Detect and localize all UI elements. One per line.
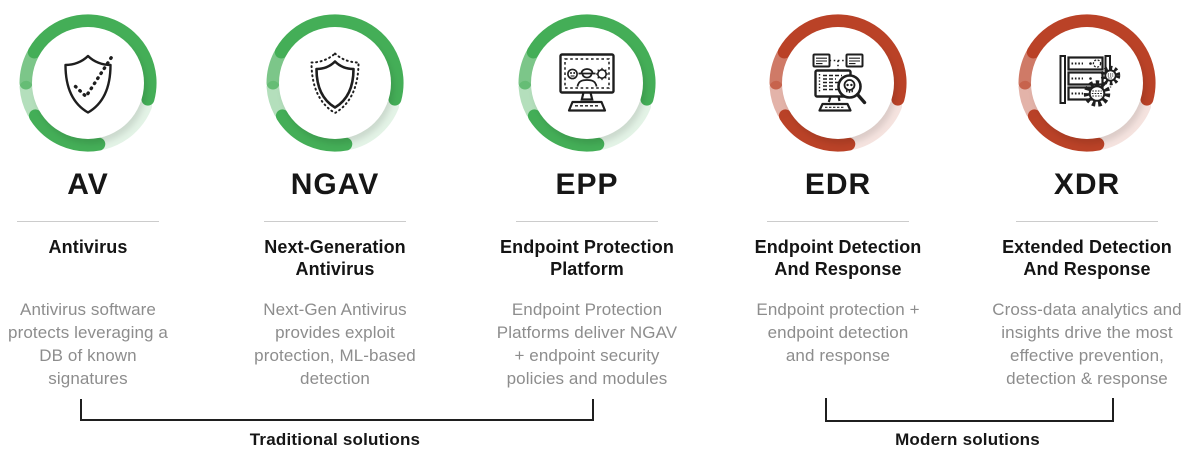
divider: [767, 221, 909, 222]
av-progress-ring: [18, 13, 158, 153]
ring-graphic: [266, 14, 404, 152]
traditional-solutions-bracket: [80, 399, 594, 421]
solution-name-xdr: Extended Detection And Response: [1002, 237, 1172, 279]
acronym-title-av: AV: [67, 168, 109, 201]
divider: [516, 221, 658, 222]
server-gears-icon: [1059, 55, 1121, 107]
xdr-progress-ring: [1017, 13, 1157, 153]
modern-solutions-label: Modern solutions: [895, 430, 1040, 449]
ngav-progress-ring: [265, 13, 405, 153]
solution-description-xdr: Cross-data analytics and insights drive …: [992, 300, 1182, 388]
acronym-title-epp: EPP: [555, 168, 619, 201]
traditional-solutions-label: Traditional solutions: [249, 430, 421, 449]
solution-description-ngav: Next-Gen Antivirus provides exploit prot…: [254, 300, 416, 388]
ring-graphic: [19, 14, 157, 152]
solution-name-ngav: Next-Generation Antivirus: [264, 237, 406, 279]
column-edr: EDR Endpoint Detection And Response Endp…: [728, 0, 948, 367]
acronym-title-ngav: NGAV: [290, 168, 380, 201]
ring-graphic: [1018, 14, 1156, 152]
ring-graphic: [518, 14, 656, 152]
column-av: AV Antivirus Antivirus software protects…: [0, 0, 198, 390]
shield-check-icon: [64, 54, 114, 114]
solution-description-av: Antivirus software protects leveraging a…: [8, 300, 168, 388]
acronym-title-xdr: XDR: [1053, 168, 1121, 201]
column-ngav: NGAV Next-Generation Antivirus Next-Gen …: [225, 0, 445, 390]
monitor-magnifier-skull-icon: [812, 53, 867, 112]
solution-name-edr: Endpoint Detection And Response: [754, 237, 922, 279]
ring-graphic: [769, 14, 907, 152]
epp-progress-ring: [517, 13, 657, 153]
divider: [1016, 221, 1158, 222]
edr-progress-ring: [768, 13, 908, 153]
solution-description-edr: Endpoint protection + endpoint detection…: [756, 300, 920, 365]
solution-name-av: Antivirus: [48, 237, 128, 257]
column-epp: EPP Endpoint Protection Platform Endpoin…: [477, 0, 697, 390]
column-xdr: XDR Extended Detection And Response Cros…: [977, 0, 1197, 390]
divider: [264, 221, 406, 222]
acronym-title-edr: EDR: [804, 168, 872, 201]
solution-name-epp: Endpoint Protection Platform: [500, 237, 674, 279]
solution-description-epp: Endpoint Protection Platforms deliver NG…: [496, 300, 678, 388]
monitor-threats-icon: [559, 53, 615, 112]
modern-solutions-bracket: [825, 398, 1114, 422]
shield-dotted-outline-icon: [310, 52, 360, 115]
divider: [17, 221, 159, 222]
